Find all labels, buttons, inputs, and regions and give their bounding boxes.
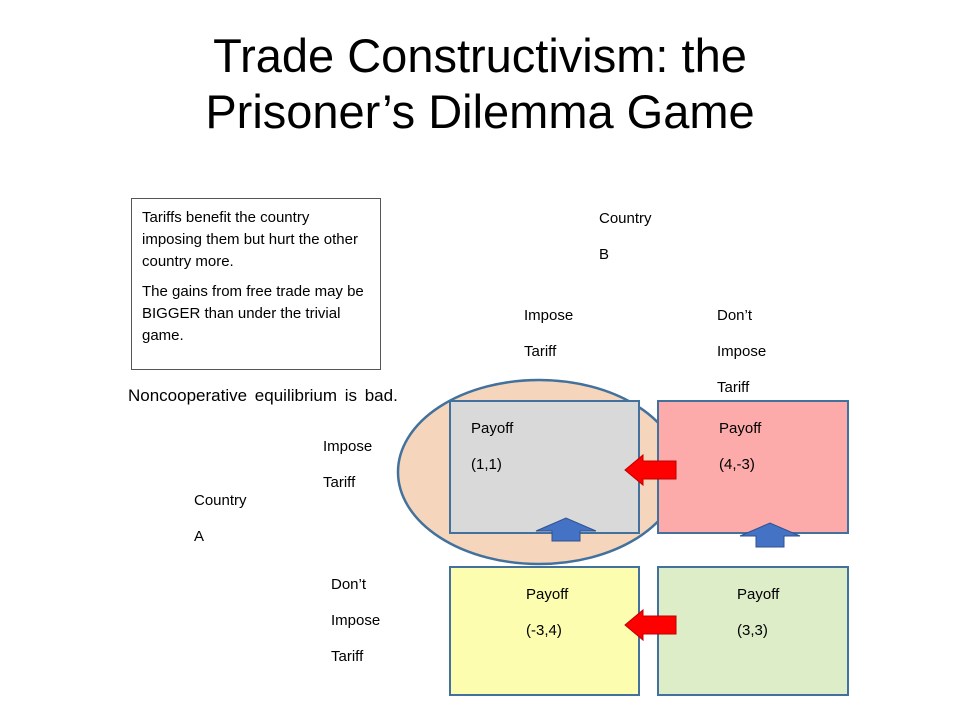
column-header-impose: Impose Tariff xyxy=(524,307,573,379)
payoff-cell-label: Payoff xyxy=(526,586,569,603)
payoff-cell-label: Payoff xyxy=(471,420,514,437)
row-header-dont-impose-line-3: Tariff xyxy=(331,648,364,665)
payoff-cell-value: (4,-3) xyxy=(719,456,755,473)
country-a-line-2: A xyxy=(194,528,205,545)
title-line-1: Trade Constructivism: the xyxy=(213,29,747,82)
row-header-impose-line-2: Tariff xyxy=(323,474,356,491)
row-header-dont-impose-line-2: Impose xyxy=(331,612,381,629)
red-arrow-top-icon xyxy=(624,453,677,487)
country-b-line-1: Country xyxy=(599,210,652,227)
country-a-line-1: Country xyxy=(194,492,247,509)
country-a-label: Country A xyxy=(194,492,247,564)
row-header-dont-impose: Don’t Impose Tariff xyxy=(331,576,380,684)
title-line-2: Prisoner’s Dilemma Game xyxy=(205,85,755,138)
payoff-cell-impose-dont: Payoff (4,-3) xyxy=(657,400,849,534)
column-header-impose-line-1: Impose xyxy=(524,307,574,324)
blue-arrow-left-icon xyxy=(535,517,597,542)
column-header-impose-line-2: Tariff xyxy=(524,343,557,360)
payoff-cell-dont-dont: Payoff (3,3) xyxy=(657,566,849,696)
column-header-dont-impose-line-3: Tariff xyxy=(717,379,750,396)
row-header-impose: Impose Tariff xyxy=(323,438,372,510)
column-header-dont-impose: Don’t Impose Tariff xyxy=(717,307,766,415)
payoff-cell-value: (3,3) xyxy=(737,622,768,639)
explanation-paragraph-2: The gains from free trade may be BIGGER … xyxy=(142,283,364,344)
explanation-box: Tariffs benefit the country imposing the… xyxy=(131,198,381,370)
column-header-dont-impose-line-2: Impose xyxy=(717,343,767,360)
country-b-line-2: B xyxy=(599,246,610,263)
payoff-cell-label: Payoff xyxy=(719,420,762,437)
row-header-dont-impose-line-1: Don’t xyxy=(331,576,367,593)
row-header-impose-line-1: Impose xyxy=(323,438,373,455)
payoff-cell-impose-impose: Payoff (1,1) xyxy=(449,400,640,534)
explanation-paragraph-1: Tariffs benefit the country imposing the… xyxy=(142,209,358,270)
blue-arrow-right-icon xyxy=(739,522,801,548)
red-arrow-bottom-icon xyxy=(624,608,677,642)
payoff-cell-value: (1,1) xyxy=(471,456,502,473)
column-header-dont-impose-line-1: Don’t xyxy=(717,307,753,324)
slide-title: Trade Constructivism: the Prisoner’s Dil… xyxy=(0,28,960,140)
country-b-label: Country B xyxy=(599,210,652,282)
equilibrium-caption: Noncooperative equilibrium is bad. xyxy=(128,386,398,405)
payoff-cell-value: (-3,4) xyxy=(526,622,562,639)
payoff-cell-label: Payoff xyxy=(737,586,780,603)
